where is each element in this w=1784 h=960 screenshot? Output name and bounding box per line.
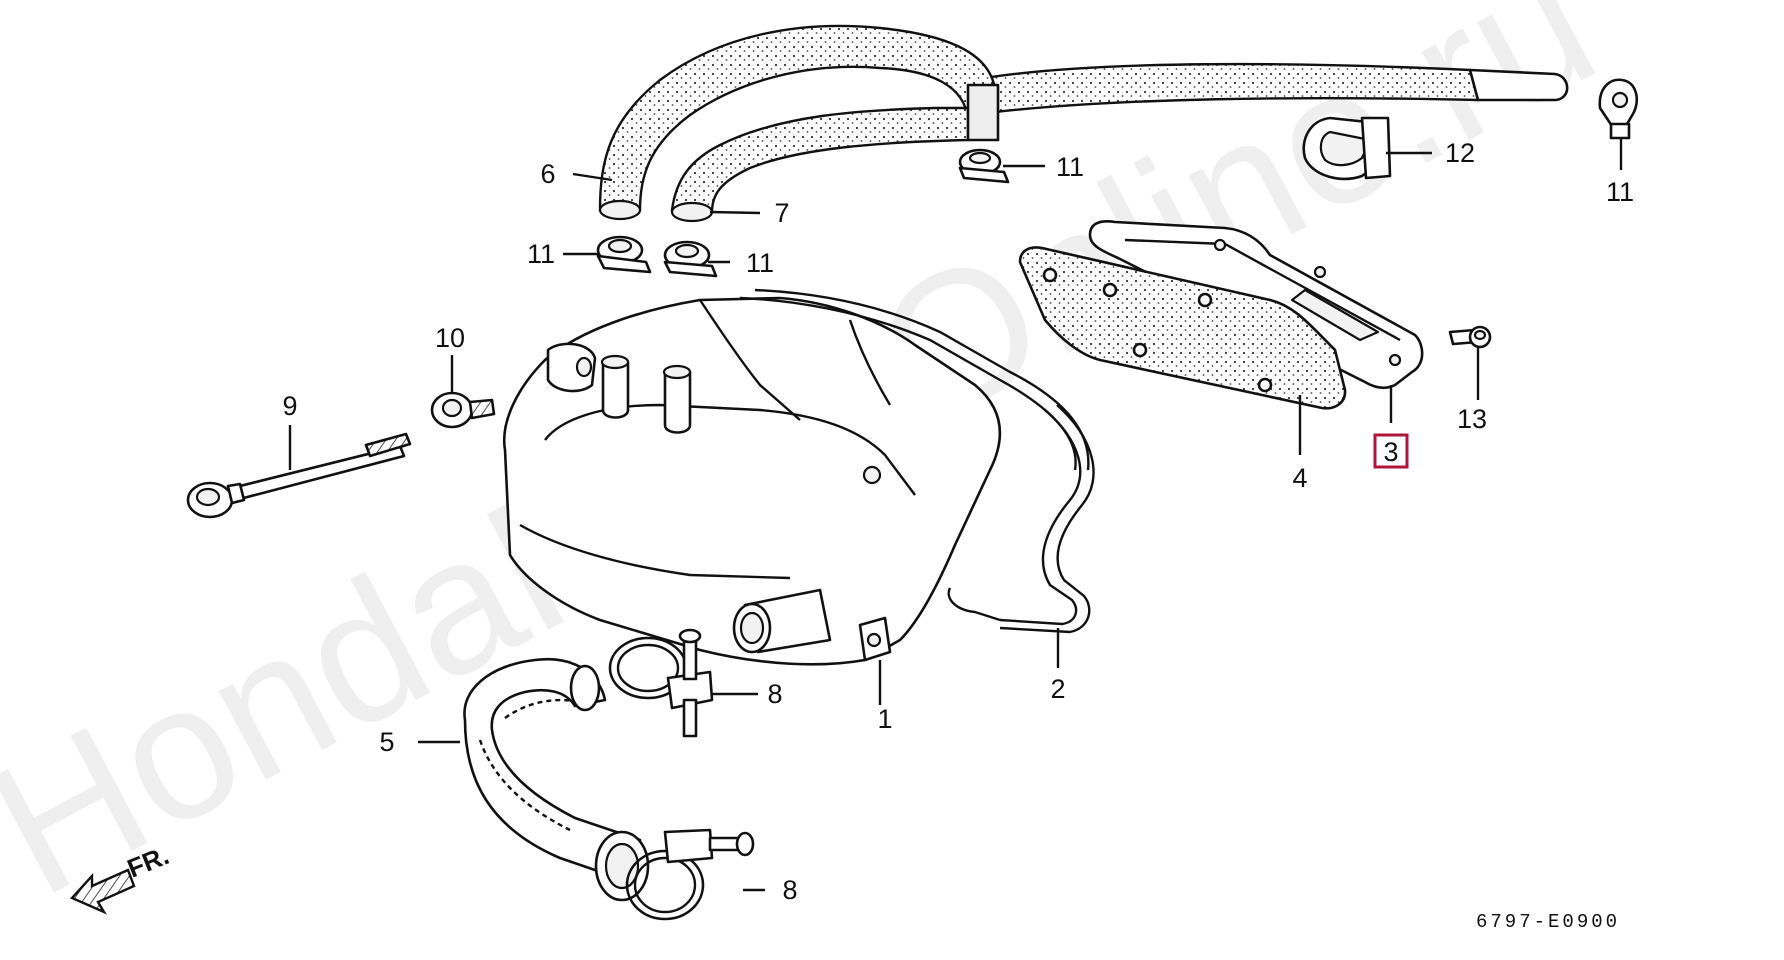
- callout-11-center[interactable]: 11: [1056, 152, 1084, 182]
- nut-part-10: [430, 391, 496, 429]
- hose-clip-11-right: [1598, 78, 1638, 140]
- lower-hose-part-5: [463, 657, 650, 902]
- hose-clamp-8-lower: [625, 828, 755, 921]
- callout-3-highlight[interactable]: 3: [1373, 433, 1409, 469]
- hose-clip-11-center: [958, 148, 1010, 184]
- callout-11-mid[interactable]: 11: [746, 248, 774, 278]
- main-tank-part-1: [502, 288, 1090, 666]
- callout-7[interactable]: 7: [774, 198, 789, 228]
- callout-13[interactable]: 13: [1457, 404, 1487, 434]
- callout-4[interactable]: 4: [1292, 463, 1307, 493]
- hose-clip-11-mid: [663, 240, 718, 278]
- callout-8-lower[interactable]: 8: [782, 875, 797, 905]
- callout-5[interactable]: 5: [379, 727, 394, 757]
- callout-11-left[interactable]: 11: [527, 239, 555, 269]
- hose-clip-11-left: [596, 235, 652, 274]
- callout-12[interactable]: 12: [1445, 138, 1475, 168]
- callout-3-frame: [1373, 433, 1409, 469]
- callout-3[interactable]: 3: [1383, 437, 1398, 467]
- callout-1[interactable]: 1: [877, 704, 892, 734]
- upper-hose-assembly: [598, 24, 1569, 223]
- drawing-code: 6797-E0900: [1476, 911, 1620, 933]
- callout-6[interactable]: 6: [540, 159, 555, 189]
- callout-10[interactable]: 10: [435, 323, 465, 353]
- callout-11-right[interactable]: 11: [1606, 177, 1634, 207]
- callout-8-upper[interactable]: 8: [767, 679, 782, 709]
- gasket-part-2: [947, 404, 1095, 634]
- plate-part-4: [1018, 246, 1347, 410]
- long-bolt-part-9: [186, 432, 412, 519]
- leader-lines: [288, 138, 1623, 892]
- bolt-part-13: [1448, 325, 1492, 349]
- hose-clip-12: [1302, 116, 1392, 181]
- callout-labels: 1 2 3 4 5 6 7 8 8 9 10 11 11 11 11 12 13: [282, 138, 1634, 905]
- hose-clamp-8-upper: [608, 628, 714, 738]
- callout-9[interactable]: 9: [282, 391, 297, 421]
- callout-2[interactable]: 2: [1050, 674, 1065, 704]
